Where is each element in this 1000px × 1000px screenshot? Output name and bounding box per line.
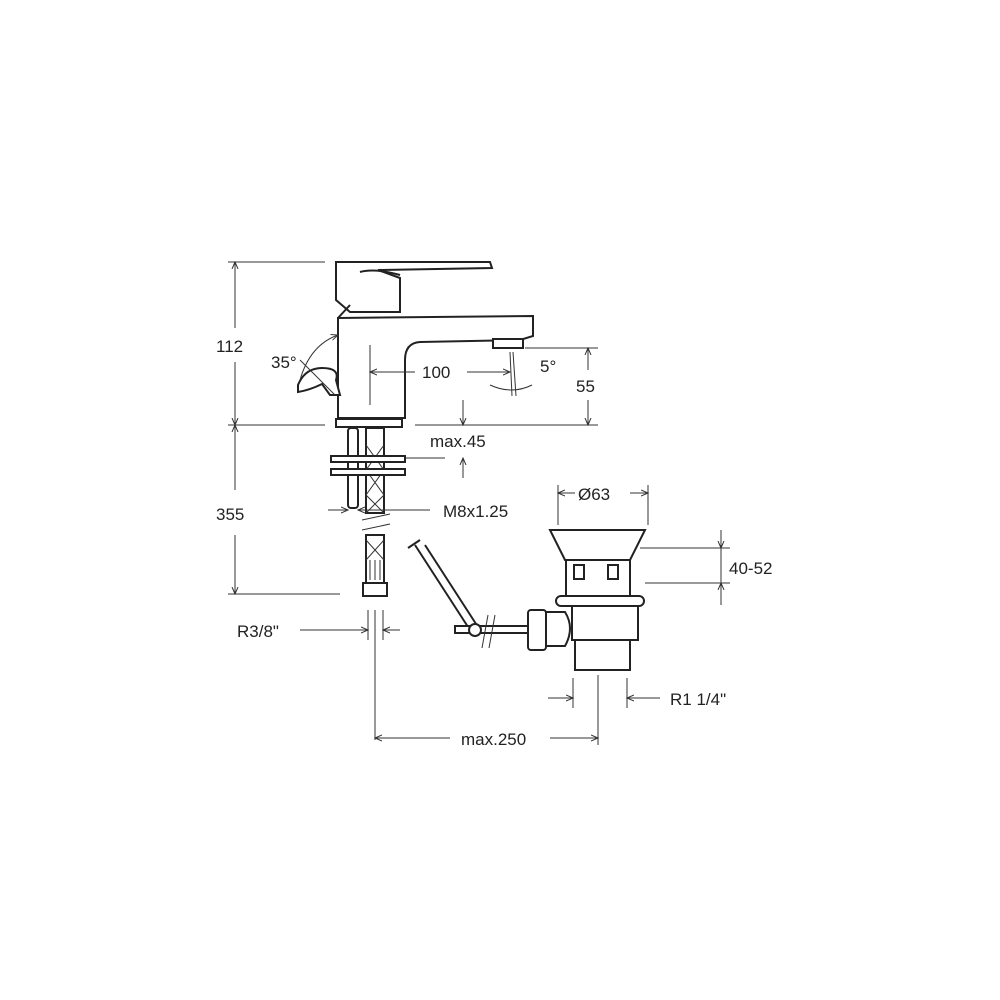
faucet-body (297, 261, 534, 428)
label-100: 100 (422, 363, 450, 382)
label-r38: R3/8" (237, 622, 279, 641)
label-40-52: 40-52 (729, 559, 772, 578)
label-5deg: 5° (540, 357, 556, 376)
label-r114: R1 1/4" (670, 690, 726, 709)
pop-up-waste (407, 529, 647, 671)
pop-up-lever-icon (297, 366, 342, 396)
label-max250: max.250 (461, 730, 526, 749)
label-max45: max.45 (430, 432, 486, 451)
label-55: 55 (576, 377, 595, 396)
dim-height-112: 112 (216, 262, 325, 425)
label-m8x125: M8x1.25 (443, 502, 508, 521)
label-355: 355 (216, 505, 244, 524)
label-diameter63: Ø63 (578, 485, 610, 504)
label-35deg: 35° (271, 353, 297, 372)
mounting-set (330, 427, 406, 597)
label-112: 112 (216, 337, 243, 356)
